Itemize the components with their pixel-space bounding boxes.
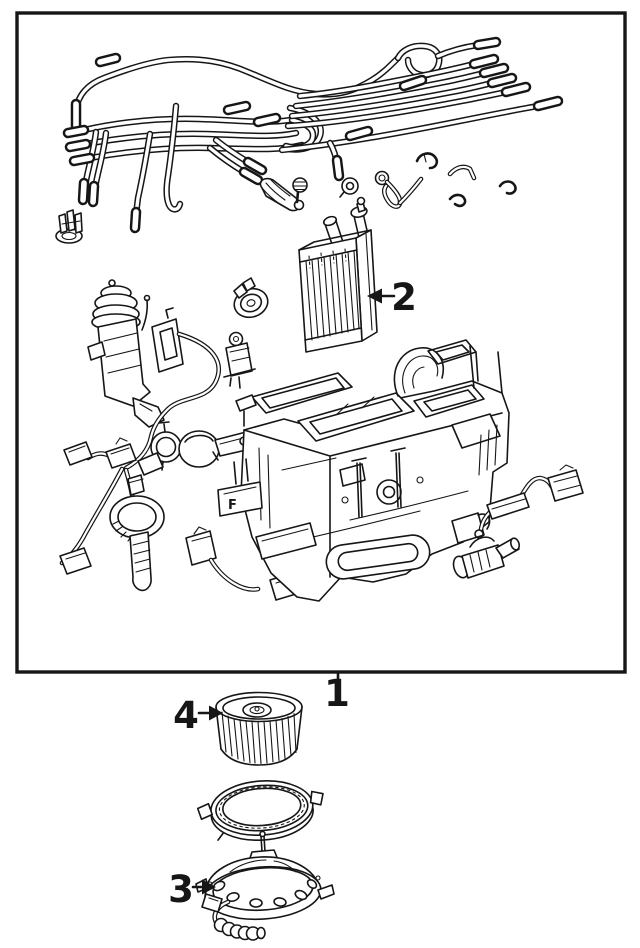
callout-1: 1	[324, 672, 350, 715]
callout-2-arrowhead	[367, 288, 382, 304]
callout-4-arrowhead	[209, 705, 223, 721]
parts-box-border	[15, 11, 627, 674]
bracket-plate-with-wire	[123, 307, 221, 471]
heater-unit-housing-illustration: F	[217, 339, 510, 602]
connector-c	[59, 547, 92, 575]
callout-4: 4	[173, 694, 223, 737]
servo-diaphragm-pair	[150, 421, 256, 471]
small-bolt	[292, 177, 308, 204]
ribbed-grommet-cone	[259, 177, 305, 212]
connector-e	[547, 469, 584, 502]
vacuum-tank-actuator	[87, 279, 165, 428]
vacuum-valve-part	[55, 209, 83, 244]
hose-end-fittings	[62, 36, 564, 234]
valve-sensor	[452, 536, 521, 579]
callout-3-label: 3	[168, 868, 194, 911]
callout-4-label: 4	[173, 694, 199, 737]
aspirator-sensor	[109, 474, 165, 592]
ring-grommet	[339, 177, 359, 198]
connector-b	[105, 443, 137, 469]
hose-clip	[448, 193, 467, 208]
small-fittings-and-clamps	[55, 152, 517, 244]
connector-a	[63, 441, 93, 466]
callout-3-arrowhead	[202, 879, 216, 895]
hose-clamp	[415, 152, 439, 170]
callout-2-label: 2	[391, 276, 417, 319]
wiring-harness	[59, 437, 164, 575]
v-hose-with-eyelet	[374, 170, 424, 209]
solenoid-valve	[223, 331, 256, 389]
mounting-gasket-illustration	[196, 780, 324, 841]
heater-core-illustration	[298, 196, 378, 353]
blower-fan-wheel-illustration	[215, 691, 303, 766]
connector-b2	[137, 452, 164, 476]
callout-1-label: 1	[324, 672, 350, 715]
elbow-connector	[447, 164, 477, 181]
hose-clip-2	[498, 180, 517, 195]
vacuum-hose-bundle-illustration	[62, 36, 564, 234]
callout-2: 2	[367, 276, 417, 319]
blower-motor-illustration	[195, 830, 335, 941]
grommet-cap	[233, 277, 269, 319]
cast-mark-f: F	[228, 498, 237, 513]
mounting-flange: F	[217, 458, 263, 517]
callout-3: 3	[168, 868, 216, 911]
